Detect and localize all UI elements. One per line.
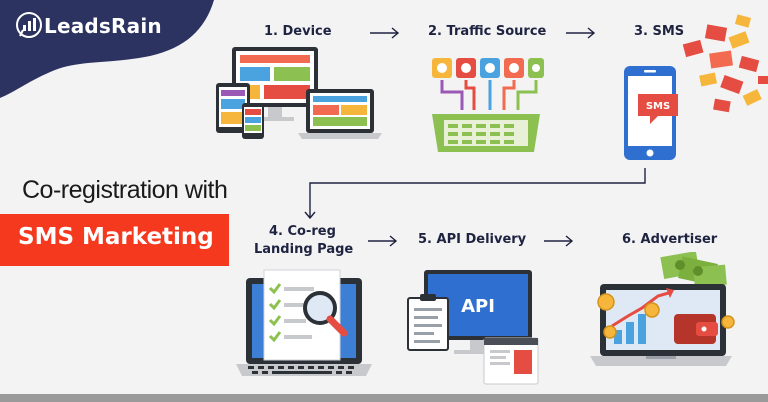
brand-background — [0, 0, 214, 98]
step-2-label: 2. Traffic Source — [428, 24, 547, 39]
step-6-label: 6. Advertiser — [622, 232, 718, 247]
step-4-label-line1: 4. Co-reg — [269, 224, 336, 239]
bottom-bar — [0, 394, 768, 402]
step-5-label: 5. API Delivery — [418, 232, 527, 247]
page-title: Co-registration with — [22, 176, 228, 204]
devices-icon — [216, 47, 382, 139]
title-badge: SMS Marketing — [0, 214, 229, 266]
step-4-label-line2: Landing Page — [254, 242, 354, 257]
step-3-label: 3. SMS — [634, 24, 685, 39]
api-screen-text: API — [461, 296, 495, 317]
traffic-funnel-icon — [432, 58, 544, 152]
step-1-label: 1. Device — [264, 24, 332, 39]
money-laptop-icon — [590, 252, 735, 366]
landing-page-laptop-icon — [236, 269, 372, 376]
phone-bubble-text: SMS — [646, 101, 670, 112]
phone-sms-icon: SMS — [624, 14, 768, 160]
title-badge-text: SMS Marketing — [18, 224, 214, 250]
api-monitor-icon: API — [407, 270, 539, 385]
chart-bubble-icon — [16, 12, 42, 38]
brand-name[interactable]: LeadsRain — [44, 14, 162, 38]
